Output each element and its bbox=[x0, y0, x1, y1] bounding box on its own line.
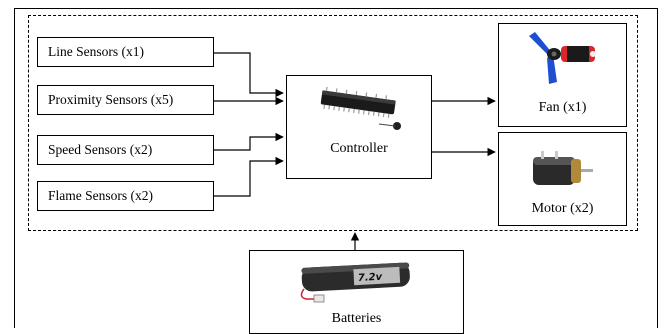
outer-frame bbox=[14, 8, 658, 328]
fan-label: Fan (x1) bbox=[538, 100, 587, 115]
battery-marking: 7.2v bbox=[358, 272, 383, 284]
batteries-box: 7.2v Batteries bbox=[249, 250, 464, 334]
motor-label: Motor (x2) bbox=[531, 201, 594, 216]
batteries-label: Batteries bbox=[331, 311, 382, 326]
fan-box: Fan (x1) bbox=[498, 23, 627, 127]
controller-label: Controller bbox=[330, 141, 388, 156]
dc-motor-image bbox=[533, 151, 593, 185]
flame-sensors-box: Flame Sensors (x2) bbox=[37, 181, 214, 211]
flame-sensors-label: Flame Sensors (x2) bbox=[48, 188, 153, 203]
proximity-sensors-box: Proximity Sensors (x5) bbox=[37, 85, 214, 115]
controller-box: Controller bbox=[286, 75, 432, 179]
proximity-sensors-label: Proximity Sensors (x5) bbox=[48, 92, 174, 107]
motor-box: Motor (x2) bbox=[498, 132, 627, 226]
battery-pack-image: 7.2v bbox=[300, 262, 410, 303]
speed-sensors-label: Speed Sensors (x2) bbox=[48, 142, 153, 157]
fan-motor-image bbox=[529, 32, 596, 84]
line-sensors-label: Line Sensors (x1) bbox=[48, 44, 144, 59]
speed-sensors-box: Speed Sensors (x2) bbox=[37, 135, 214, 165]
microcontroller-chip-image bbox=[320, 86, 401, 130]
system-boundary bbox=[28, 15, 638, 231]
line-sensors-box: Line Sensors (x1) bbox=[37, 37, 214, 67]
